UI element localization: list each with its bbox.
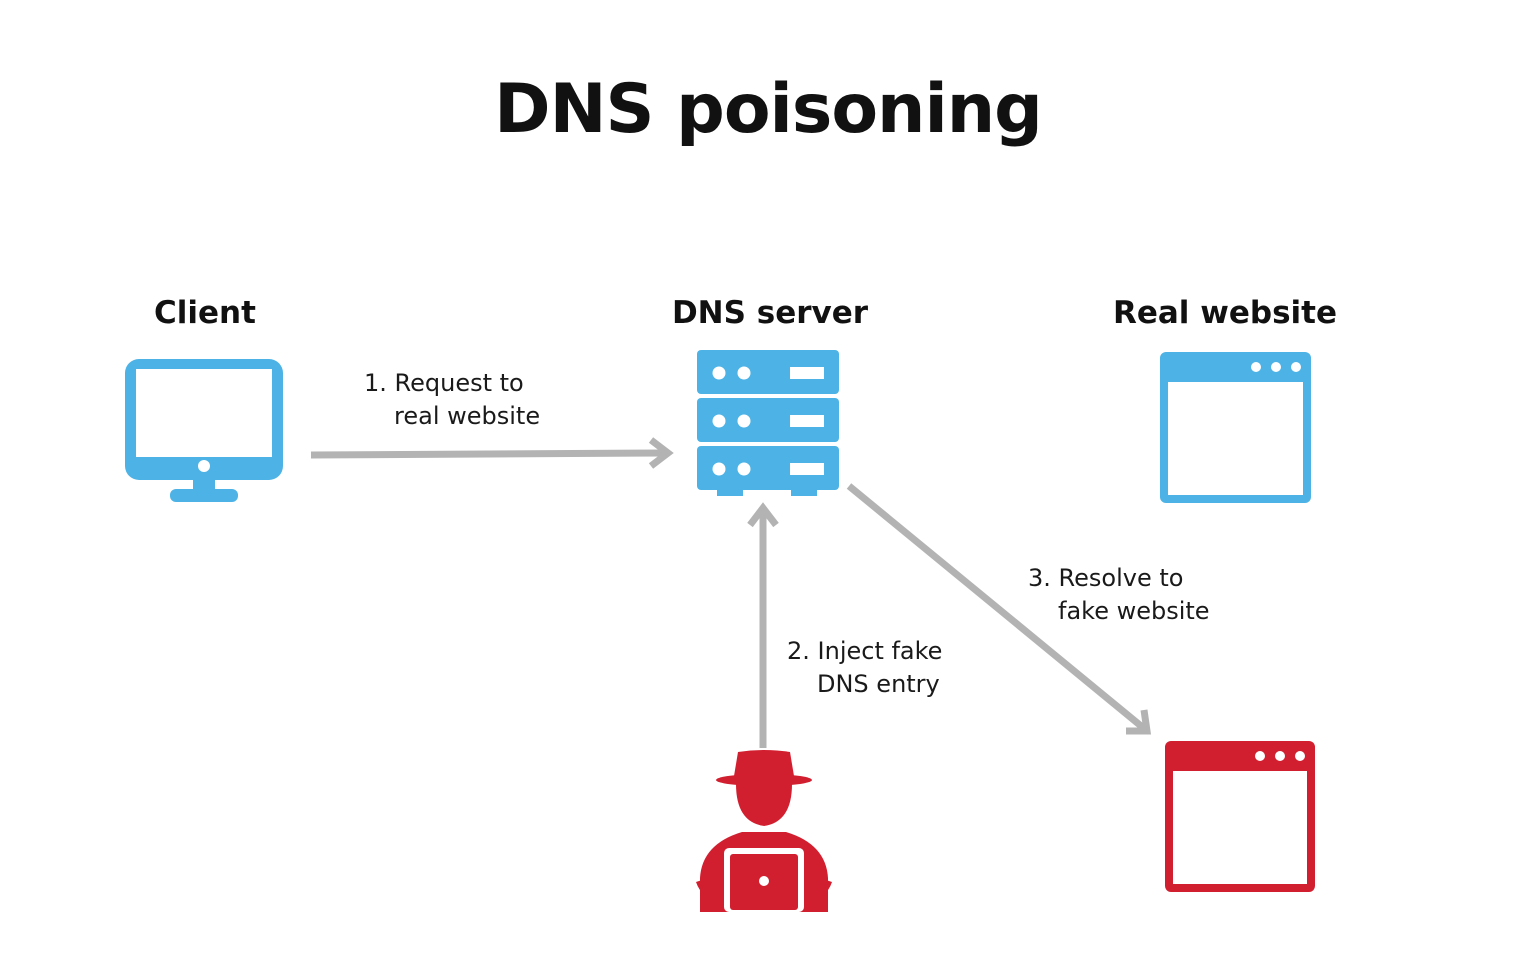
browser-window-icon: [1160, 352, 1311, 503]
server-icon: [697, 350, 839, 496]
arrow-resolve: [846, 483, 1149, 733]
step-3-line-2: fake website: [1058, 597, 1210, 625]
hacker-icon: [696, 750, 832, 912]
diagram-title: DNS poisoning: [494, 70, 1043, 149]
client-label: Client: [154, 295, 256, 331]
fake-browser-window-icon: [1165, 741, 1315, 892]
step-2-label: 2. Inject fake DNS entry: [787, 635, 942, 701]
arrow-resolve-head: [1126, 709, 1152, 735]
step-3-line-1: 3. Resolve to: [1028, 564, 1184, 592]
arrow-inject-head: [747, 502, 779, 528]
step-2-line-2: DNS entry: [817, 670, 940, 698]
step-1-line-1: 1. Request to: [364, 369, 524, 397]
step-1-label: 1. Request to real website: [364, 367, 540, 433]
arrow-request: [310, 449, 669, 459]
dns-server-label: DNS server: [671, 295, 869, 331]
step-2-line-1: 2. Inject fake: [787, 637, 943, 665]
step-3-label: 3. Resolve to fake website: [1028, 562, 1210, 628]
arrow-request-head: [648, 437, 674, 469]
monitor-icon: [125, 359, 283, 502]
step-1-line-2: real website: [394, 402, 541, 430]
real-website-label: Real website: [1112, 295, 1337, 331]
